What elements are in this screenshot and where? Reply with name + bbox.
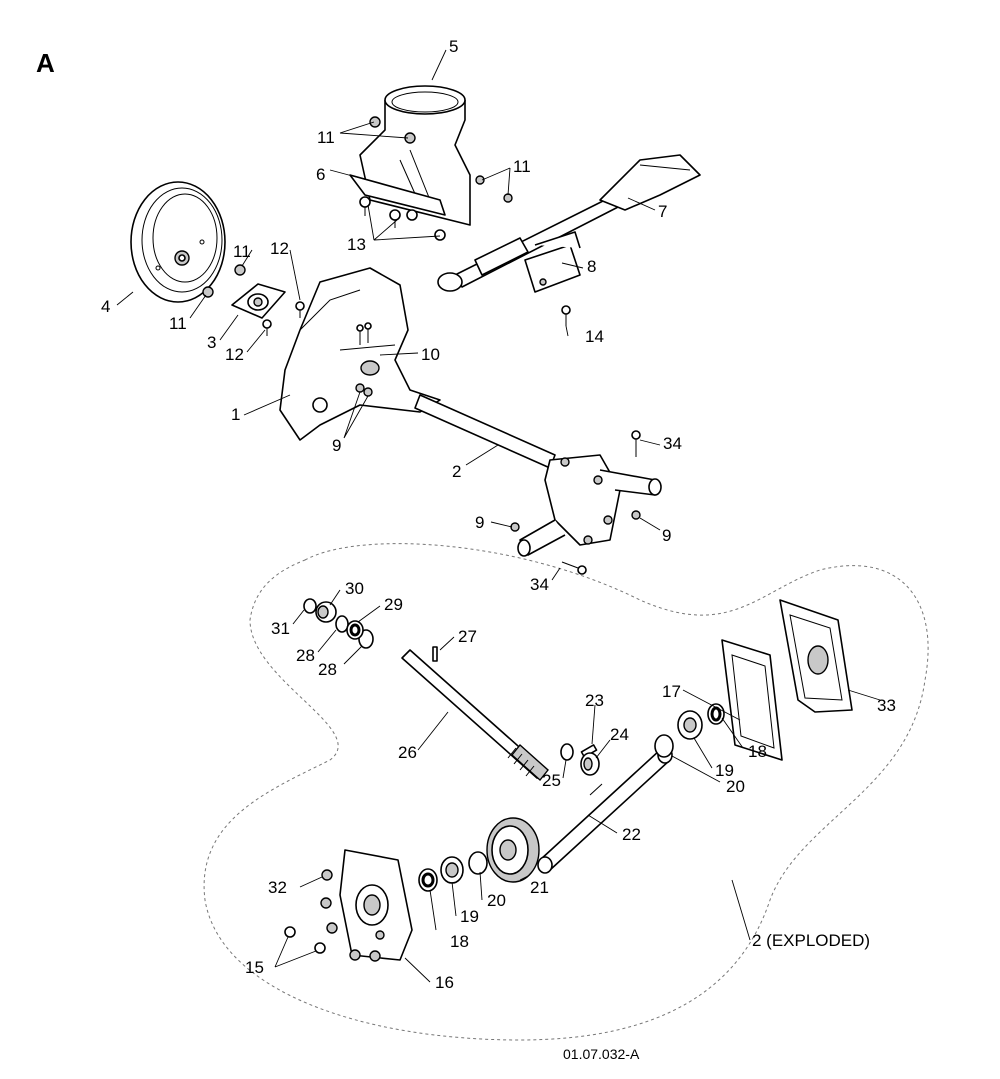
callout-12: 12 [270, 239, 289, 258]
part-32-bolts [320, 869, 381, 962]
callout-labels: 5 11 6 11 7 13 11 12 8 4 11 3 12 14 10 1… [101, 37, 896, 992]
part-11-nut [234, 264, 246, 276]
callout-31: 31 [271, 619, 290, 638]
callout-17: 17 [662, 682, 681, 701]
part-6-bracket [349, 174, 446, 216]
callout-9: 9 [332, 436, 341, 455]
callout-11: 11 [233, 242, 251, 261]
callout-16: 16 [435, 973, 454, 992]
part-9-nut [510, 522, 520, 532]
callout-21: 21 [530, 878, 549, 897]
part-34-bolt [561, 561, 587, 575]
callout-19: 19 [715, 761, 734, 780]
callout-9: 9 [475, 513, 484, 532]
part-28-washer [335, 615, 349, 633]
callout-28: 28 [296, 646, 315, 665]
part-12-bolt [262, 319, 272, 336]
part-8-bracket [524, 231, 581, 293]
callout-34: 34 [663, 434, 682, 453]
callout-3: 3 [207, 333, 216, 352]
callout-7: 7 [658, 202, 667, 221]
callout-23: 23 [585, 691, 604, 710]
part-11-nut [202, 286, 214, 298]
part-25-washer [560, 743, 574, 761]
part-15-pins [284, 926, 326, 954]
callout-19: 19 [460, 907, 479, 926]
part-33-housing-half [779, 599, 853, 713]
callout-1: 1 [231, 405, 240, 424]
callout-12: 12 [225, 345, 244, 364]
callout-33: 33 [877, 696, 896, 715]
callout-5: 5 [449, 37, 458, 56]
callout-20: 20 [487, 891, 506, 910]
part-21-gear [486, 817, 540, 883]
callout-25: 25 [542, 771, 561, 790]
callout-20: 20 [726, 777, 745, 796]
part-29-seal [346, 620, 364, 640]
part-1-housing [279, 267, 441, 441]
part-22-axle [537, 746, 673, 874]
part-27-key [432, 646, 438, 662]
callout-2: 2 [452, 462, 461, 481]
callout-10: 10 [421, 345, 440, 364]
part-4-pulley [130, 181, 226, 303]
callout-15: 15 [245, 958, 264, 977]
callout-18: 18 [450, 932, 469, 951]
figure-letter: A [36, 48, 55, 78]
part-13-bolts [359, 196, 446, 241]
part-2-gearbox-shaft [414, 394, 662, 557]
callout-14: 14 [585, 327, 604, 346]
part-18-seal [418, 868, 438, 892]
drawing-code: 01.07.032-A [563, 1046, 640, 1062]
callout-9: 9 [662, 526, 671, 545]
callout-26: 26 [398, 743, 417, 762]
part-19-bearing [440, 856, 464, 884]
part-11-nut [475, 175, 485, 185]
part-12-bolt [295, 301, 305, 318]
callout-11: 11 [317, 128, 335, 147]
part-20-washer [654, 734, 674, 758]
part-7-crank-rod [437, 154, 701, 292]
part-17-gasket [721, 639, 783, 761]
part-11-nut [503, 193, 513, 203]
part-30-bushing [315, 601, 337, 623]
part-16-housing-half [339, 849, 413, 961]
callout-34: 34 [530, 575, 549, 594]
part-3-bearing-flange [231, 283, 286, 319]
callout-32: 32 [268, 878, 287, 897]
callout-11: 11 [169, 314, 187, 333]
part-19-bearing [677, 710, 703, 740]
callout-24: 24 [610, 725, 629, 744]
callout-13: 13 [347, 235, 366, 254]
part-34-bolt [631, 430, 641, 457]
part-24-bushing [580, 752, 600, 776]
callout-8: 8 [587, 257, 596, 276]
part-9-nut [363, 387, 373, 397]
part-26-worm-shaft [401, 649, 549, 782]
callout-27: 27 [458, 627, 477, 646]
part-9-nut [631, 510, 641, 520]
part-14-bolt [561, 305, 571, 326]
callout-18: 18 [748, 742, 767, 761]
part-10-bolts [356, 322, 372, 345]
callout-29: 29 [384, 595, 403, 614]
callout-22: 22 [622, 825, 641, 844]
callout-28: 28 [318, 660, 337, 679]
leader-lines [116, 49, 881, 983]
exploded-label: 2 (EXPLODED) [752, 931, 870, 950]
callout-11: 11 [513, 157, 531, 176]
part-20-washer [468, 851, 488, 875]
part-9-nut [355, 383, 365, 393]
callout-6: 6 [316, 165, 325, 184]
callout-30: 30 [345, 579, 364, 598]
part-31-washer [303, 598, 317, 614]
callout-4: 4 [101, 297, 110, 316]
